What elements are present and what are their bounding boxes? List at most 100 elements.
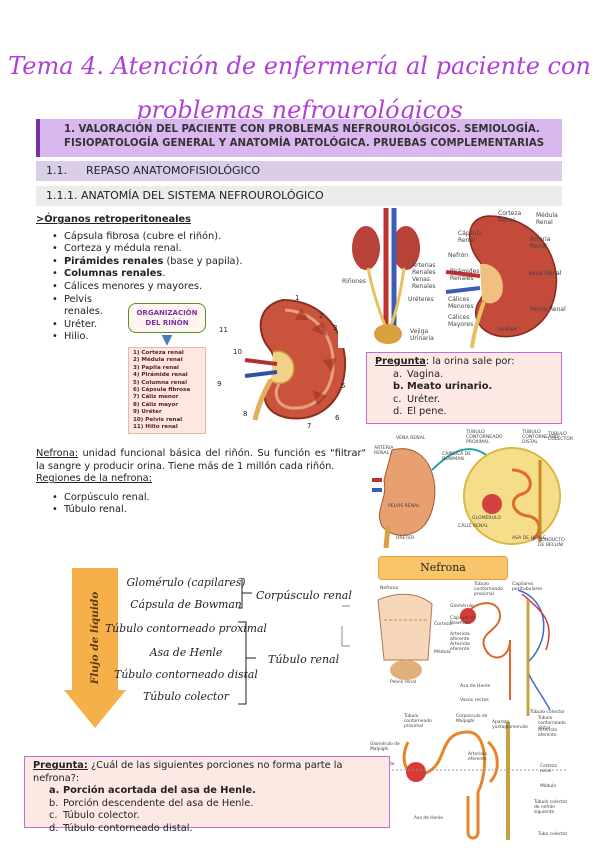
- kidney-number: 2: [319, 312, 324, 320]
- kidney-number: 5: [341, 382, 346, 390]
- nephron-label: CONDUCTO DE BELLINI: [538, 538, 565, 548]
- answer-option: b.Meato urinario.: [393, 381, 493, 393]
- subsubsection-header: 1.1.1. ANATOMÍA DEL SISTEMA NEFROUROLÓGI…: [36, 186, 562, 206]
- anatomy-label: Riñones: [342, 278, 366, 285]
- flow-item: Túbulo contorneado distal: [114, 668, 258, 681]
- anatomy-label: Pelvis Renal: [530, 306, 566, 313]
- nefrona-definition: Nefrona: unidad funcional básica del riñ…: [36, 448, 366, 472]
- kidney-number: 7: [307, 422, 312, 430]
- question-2-prompt: Pregunta: ¿Cuál de las siguientes porcio…: [33, 760, 343, 784]
- detail-label: Túbulo contorneado proximal: [404, 714, 432, 729]
- detail-label: Médula: [540, 784, 556, 789]
- organ-item: Pirámides renales (base y papila).: [52, 256, 251, 269]
- kidney-number: 1: [295, 294, 300, 302]
- nefrona-diagram-label: Pelvis renal: [390, 680, 417, 685]
- nefrona-title: Nefrona: [378, 556, 508, 580]
- kidney-number: 9: [217, 380, 222, 388]
- group-corpusculo: Corpúsculo renal: [256, 589, 352, 602]
- nephron-label: TÚBULO CONTORNEADO DISTAL: [522, 430, 559, 445]
- answer-option: a.Porción acortada del asa de Henle.: [49, 785, 256, 797]
- question-box-2: Pregunta: ¿Cuál de las siguientes porcio…: [24, 756, 390, 834]
- nephron-label: GLOMÉRULO: [472, 516, 502, 521]
- kidney-number: 8: [243, 410, 248, 418]
- kidney-number: 3: [333, 324, 338, 332]
- region-item: Túbulo renal.: [52, 504, 366, 517]
- answer-option: b.Porción descendente del asa de Henle.: [49, 797, 254, 809]
- arrow-down-icon: ▼: [161, 332, 173, 348]
- organ-item: Cálices menores y mayores.: [52, 281, 251, 294]
- org-card-title: ORGANIZACIÓN DEL RIÑÓN: [128, 303, 206, 333]
- org-card-item: 10) Pelvis renal: [133, 416, 183, 423]
- urinary-system-illustration: [338, 208, 568, 348]
- detail-label: Tubo colector: [538, 832, 568, 837]
- org-card-item: 11) Hilio renal: [133, 424, 178, 431]
- detail-label: Asa de Henle: [414, 816, 443, 821]
- org-card-item: 8) Cáliz mayor: [133, 401, 178, 408]
- answer-option: c.Túbulo colector.: [49, 810, 140, 822]
- detail-label: Corteza renal: [540, 764, 557, 774]
- question-2-options: a.Porción acortada del asa de Henle.b.Po…: [33, 785, 381, 835]
- detail-label: Glomérulo de Malpighi: [370, 742, 400, 752]
- organ-item: Uréter.: [52, 319, 251, 332]
- answer-option: a.Vagina.: [393, 368, 444, 380]
- anatomy-label: Cálices Menores: [448, 296, 474, 310]
- flow-item: Túbulo contorneado proximal: [105, 622, 267, 635]
- anatomy-label: Uréteres: [408, 296, 434, 303]
- org-card: ORGANIZACIÓN DEL RIÑÓN ▼ 1) Corteza rena…: [128, 303, 206, 435]
- regions-heading: Regiones de la nefrona:: [36, 473, 152, 485]
- nephron-label: CÁPSULA DE BOWMAN: [442, 452, 472, 462]
- detail-label: Arteriola aferente: [538, 728, 557, 738]
- nefrona-diagram-label: Nefrona: [380, 586, 399, 591]
- section-header: 1. VALORACIÓN DEL PACIENTE CON PROBLEMAS…: [36, 119, 562, 157]
- kidney-number: 6: [335, 414, 340, 422]
- nephron-label: TÚBULO COLECTOR: [548, 432, 574, 442]
- nefrona-diagram-label: Arteriola aferente: [450, 632, 470, 642]
- anatomy-label: Cápsula Renal: [458, 230, 482, 244]
- nefrona-diagram-label: Asa de Henle: [460, 684, 491, 689]
- page-title: Tema 4. Atención de enfermería al pacien…: [8, 52, 591, 124]
- org-card-item: 1) Corteza renal: [133, 350, 184, 356]
- detail-label: Aparato yuxtaglomerular: [492, 720, 529, 730]
- organ-item: Columnas renales.: [52, 268, 251, 281]
- bracket-arrows: [341, 605, 350, 647]
- anatomy-label: Médula Renal: [536, 212, 558, 226]
- nephron-label: PELVIS RENAL: [388, 504, 420, 509]
- nephron-label: URÉTER: [396, 536, 415, 541]
- organs-section: >Órganos retroperitoneales Cápsula fibro…: [36, 214, 251, 344]
- nefrona-section: Nefrona: unidad funcional básica del riñ…: [36, 448, 366, 517]
- nefrona-diagram-label: Médula: [434, 650, 451, 655]
- nefrona-diagram-label: Capilares peritubulares: [512, 582, 543, 592]
- question-box-1: Pregunta: la orina sale por: a.Vagina.b.…: [366, 352, 562, 424]
- anatomy-label: Vena Renal: [528, 270, 562, 277]
- organ-item: Corteza y médula renal.: [52, 243, 251, 256]
- anatomy-label: Uréter: [498, 326, 517, 333]
- nefrona-diagram-label: Glomérulo: [450, 604, 474, 609]
- kidney-illustration: [244, 298, 347, 421]
- org-card-item: 5) Columna renal: [133, 379, 188, 386]
- org-card-item: 2) Médula renal: [133, 357, 183, 364]
- regions-list: Corpúsculo renal.Túbulo renal.: [36, 492, 366, 517]
- nefrona-diagram-label: Túbulo contorneado proximal: [474, 582, 503, 597]
- nephron-label: ASA DE HENLE: [512, 536, 546, 541]
- answer-option: d.El pene.: [393, 406, 447, 418]
- detail-label: Túbulo colector de nefrón siguiente: [534, 800, 568, 815]
- nefrona-diagram-label: Túbulo colector: [530, 710, 565, 715]
- anatomy-label: Arterias Renales: [412, 262, 436, 276]
- nephron-label: TÚBULO CONTORNEADO PROXIMAL: [466, 430, 503, 445]
- kidney-number: 10: [233, 348, 242, 356]
- subsection-header: 1.1.REPASO ANATOMOFISIOLÓGICO: [36, 161, 562, 181]
- flow-item: Cápsula de Bowman: [130, 598, 242, 611]
- organ-item: Hilio.: [52, 331, 251, 344]
- nephron-label: VENA RENAL: [396, 436, 426, 441]
- anatomy-label: Vejiga Urinaria: [410, 328, 434, 342]
- detail-label: Arteriola eferente: [468, 752, 487, 762]
- anatomy-label: Venas Renales: [412, 276, 436, 290]
- nefrona-diagram: [377, 589, 551, 716]
- flow-brackets: [238, 578, 256, 705]
- answer-option: d.Túbulo contorneado distal.: [49, 822, 193, 834]
- org-card-item: 3) Papila renal: [133, 364, 179, 371]
- detail-label: Túbulo contorneado distal: [538, 716, 566, 731]
